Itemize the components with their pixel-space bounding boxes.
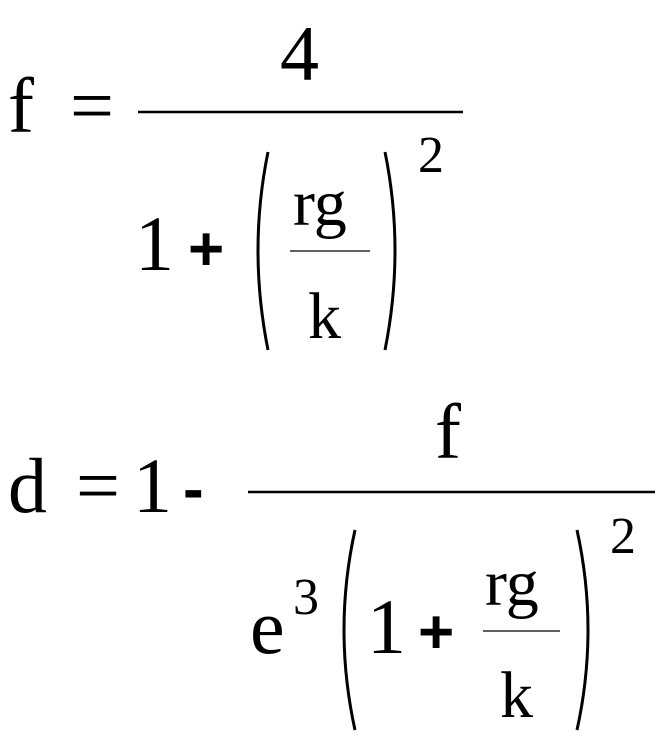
eq1-right-paren xyxy=(383,151,397,351)
equation-1: f = 4 1 + rg k 2 xyxy=(8,10,463,353)
eq1-inner-denominator: k xyxy=(308,280,341,353)
eq2-numerator: f xyxy=(435,388,461,475)
eq1-left-paren xyxy=(256,151,270,351)
equation-2: d = 1 - f e 3 1 + rg k 2 xyxy=(8,388,655,732)
eq2-e: e xyxy=(250,583,285,670)
eq2-one-b: 1 xyxy=(367,583,406,670)
eq1-equals: = xyxy=(70,62,114,149)
eq2-one-a: 1 xyxy=(133,442,172,529)
eq1-lhs: f xyxy=(8,62,34,149)
eq2-inner-denominator: k xyxy=(500,659,533,732)
eq2-equals: = xyxy=(76,442,120,529)
eq1-plus: + xyxy=(188,215,224,284)
eq1-numerator: 4 xyxy=(280,10,319,97)
eq1-power: 2 xyxy=(418,127,444,184)
eq2-power: 2 xyxy=(610,508,636,565)
eq2-inner-numerator: rg xyxy=(485,547,539,620)
eq1-one: 1 xyxy=(135,200,174,287)
eq1-inner-numerator: rg xyxy=(293,167,347,240)
eq2-e-power: 3 xyxy=(293,569,319,626)
eq2-right-paren xyxy=(575,529,590,731)
eq2-lhs: d xyxy=(8,442,47,529)
eq2-minus: - xyxy=(183,455,204,524)
eq2-plus: + xyxy=(418,598,454,667)
eq2-left-paren xyxy=(342,529,357,731)
